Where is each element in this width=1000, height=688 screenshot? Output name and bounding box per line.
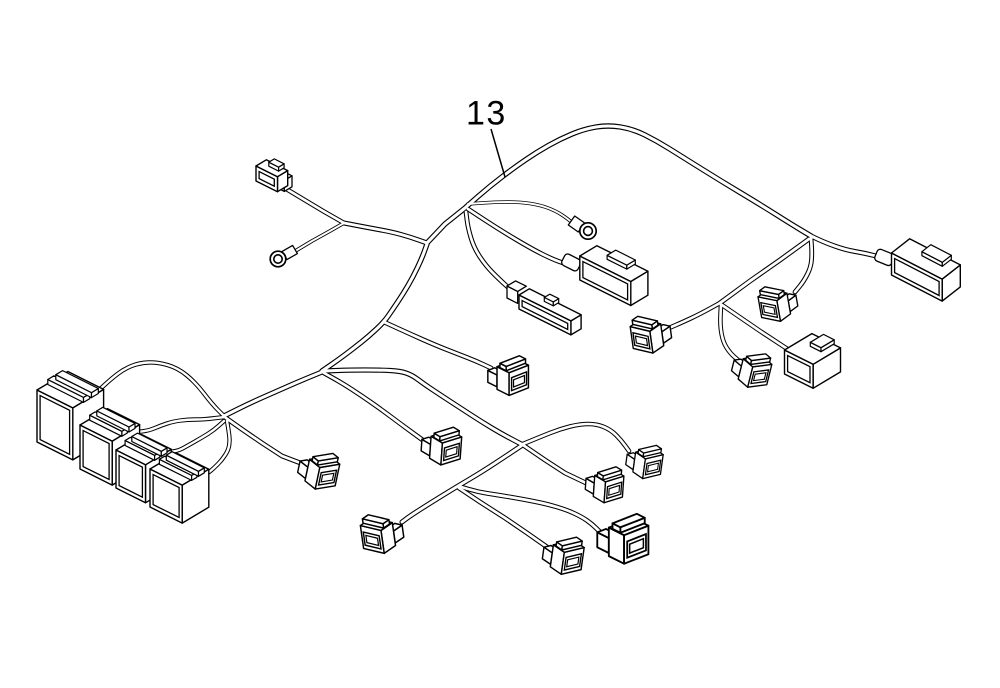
svg-text:13: 13 (466, 95, 507, 133)
